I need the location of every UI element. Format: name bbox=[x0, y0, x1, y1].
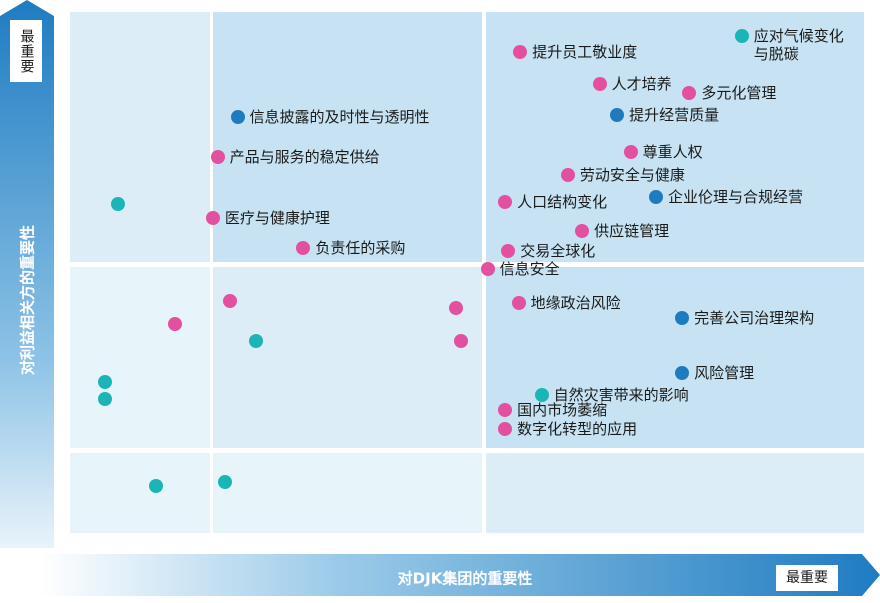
data-point bbox=[623, 145, 638, 160]
matrix-cell bbox=[486, 12, 864, 262]
data-point-label: 产品与服务的稳定供给 bbox=[229, 148, 380, 167]
data-point bbox=[296, 241, 311, 255]
matrix-cell bbox=[70, 267, 210, 448]
data-point bbox=[575, 224, 590, 239]
data-point bbox=[167, 316, 182, 331]
data-point bbox=[111, 197, 126, 212]
data-point-label: 提升经营质量 bbox=[629, 105, 720, 124]
data-point bbox=[205, 211, 220, 226]
data-point-label: 供应链管理 bbox=[594, 222, 670, 241]
data-point-label: 完善公司治理架构 bbox=[694, 309, 815, 328]
data-point bbox=[511, 295, 526, 310]
data-point bbox=[210, 150, 225, 165]
data-point-label: 信息披露的及时性与透明性 bbox=[249, 108, 430, 127]
data-point bbox=[560, 167, 575, 182]
x-axis-most-important-label: 最重要 bbox=[776, 565, 838, 591]
matrix-cell bbox=[213, 12, 482, 262]
data-point-label: 国内市场萎缩 bbox=[517, 401, 608, 420]
data-point-label: 人口结构变化 bbox=[517, 193, 608, 212]
data-point-label: 应对气候变化 与脱碳 bbox=[753, 27, 844, 64]
data-point bbox=[734, 29, 749, 44]
data-point-label: 提升员工敬业度 bbox=[532, 43, 638, 62]
data-point-label: 信息安全 bbox=[499, 260, 560, 279]
data-point bbox=[454, 334, 469, 349]
data-point bbox=[648, 190, 663, 205]
y-axis-most-important-label: 最重要 bbox=[10, 20, 42, 82]
data-point bbox=[217, 475, 232, 490]
x-axis-title: 对DJK集团的重要性 bbox=[397, 569, 533, 588]
data-point bbox=[248, 334, 263, 349]
data-point bbox=[682, 86, 697, 101]
data-point bbox=[97, 375, 112, 390]
data-point-label: 负责任的采购 bbox=[315, 239, 406, 257]
data-point bbox=[498, 195, 513, 210]
data-point bbox=[480, 262, 495, 277]
data-point-label: 尊重人权 bbox=[642, 143, 703, 162]
matrix-cell bbox=[213, 267, 482, 448]
data-point bbox=[675, 311, 690, 326]
data-point-label: 地缘政治风险 bbox=[530, 293, 621, 312]
data-point-label: 医疗与健康护理 bbox=[224, 209, 330, 228]
data-point bbox=[675, 365, 690, 380]
matrix-cell bbox=[486, 267, 864, 448]
matrix-cell bbox=[70, 453, 210, 533]
data-point-label: 数字化转型的应用 bbox=[517, 420, 638, 439]
data-point bbox=[97, 391, 112, 406]
data-point-label: 风险管理 bbox=[694, 363, 755, 382]
data-point-label: 人才培养 bbox=[611, 75, 672, 94]
data-point bbox=[610, 107, 625, 122]
data-point bbox=[534, 387, 549, 402]
y-axis-arrow bbox=[0, 0, 54, 548]
matrix-cell bbox=[213, 453, 482, 533]
data-point bbox=[498, 403, 513, 418]
data-point bbox=[592, 77, 607, 92]
data-point bbox=[148, 478, 163, 493]
x-axis-arrow bbox=[40, 554, 880, 596]
data-point-label: 多元化管理 bbox=[701, 84, 777, 103]
data-point bbox=[230, 110, 245, 125]
matrix-cell bbox=[70, 12, 210, 262]
data-point-label: 自然灾害带来的影响 bbox=[553, 385, 689, 404]
data-point bbox=[513, 45, 528, 60]
matrix-cell bbox=[486, 453, 864, 533]
data-point bbox=[448, 300, 463, 315]
data-point bbox=[501, 243, 516, 258]
data-point-label: 劳动安全与健康 bbox=[579, 165, 685, 184]
y-axis-title: 对利益相关方的重要性 bbox=[18, 224, 37, 376]
data-point bbox=[222, 293, 237, 308]
data-point bbox=[498, 422, 513, 437]
data-point-label: 企业伦理与合规经营 bbox=[667, 188, 803, 207]
data-point-label: 交易全球化 bbox=[520, 241, 596, 260]
